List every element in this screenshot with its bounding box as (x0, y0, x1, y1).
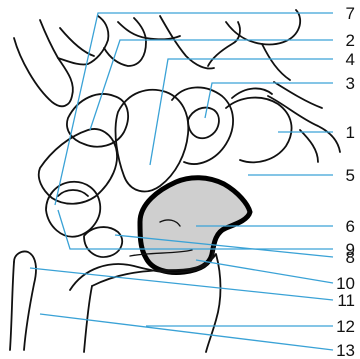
hamate-hook-outline (188, 108, 219, 139)
hamate-outline (172, 87, 233, 164)
label-11: 11 (337, 291, 355, 310)
metacarpal-outlines (14, 10, 300, 106)
label-13: 13 (336, 341, 355, 359)
trapezium-outline (39, 129, 117, 204)
lunate-highlight (140, 178, 250, 273)
label-5: 5 (346, 166, 355, 185)
label-1: 1 (346, 123, 355, 142)
label-6: 6 (346, 217, 355, 236)
label-12: 12 (336, 317, 355, 336)
label-2: 2 (346, 31, 355, 50)
label-3: 3 (346, 74, 355, 93)
label-8: 8 (346, 248, 355, 267)
leader-4 (150, 59, 333, 165)
leader-10 (196, 260, 333, 283)
triquetrum-outline (226, 98, 292, 163)
label-4: 4 (346, 50, 355, 69)
ulna-outline (14, 251, 36, 350)
pisiform-outline (84, 227, 122, 257)
label-7: 7 (346, 4, 355, 23)
trapezoid-outline (67, 94, 128, 147)
number-labels: 7 2 4 3 1 5 6 9 8 10 11 12 13 (336, 4, 355, 359)
